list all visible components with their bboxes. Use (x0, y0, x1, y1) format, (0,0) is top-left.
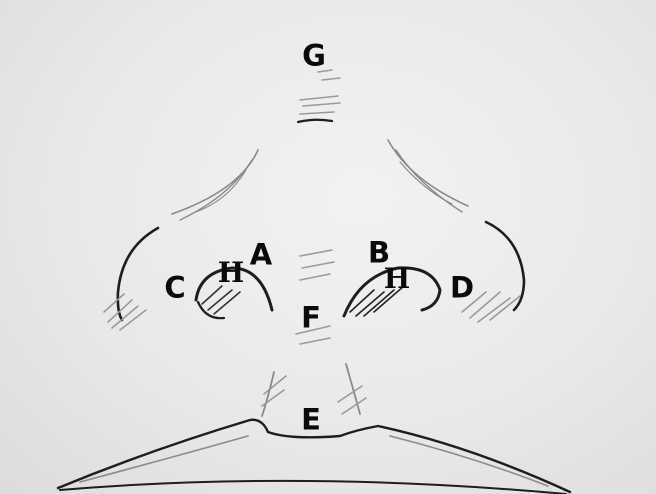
label-e: E (301, 406, 321, 435)
label-d: D (450, 274, 474, 303)
label-a: A (250, 241, 272, 270)
label-f: F (301, 304, 321, 333)
left-nasal-sidewall (172, 150, 258, 220)
label-c: C (164, 274, 185, 303)
right-nasal-sidewall (388, 140, 468, 212)
nasal-root-shading (298, 70, 340, 122)
label-g: G (302, 42, 326, 71)
label-h-left: H (218, 259, 244, 287)
left-alar-shading (104, 294, 146, 330)
label-h-right: H (384, 265, 410, 293)
